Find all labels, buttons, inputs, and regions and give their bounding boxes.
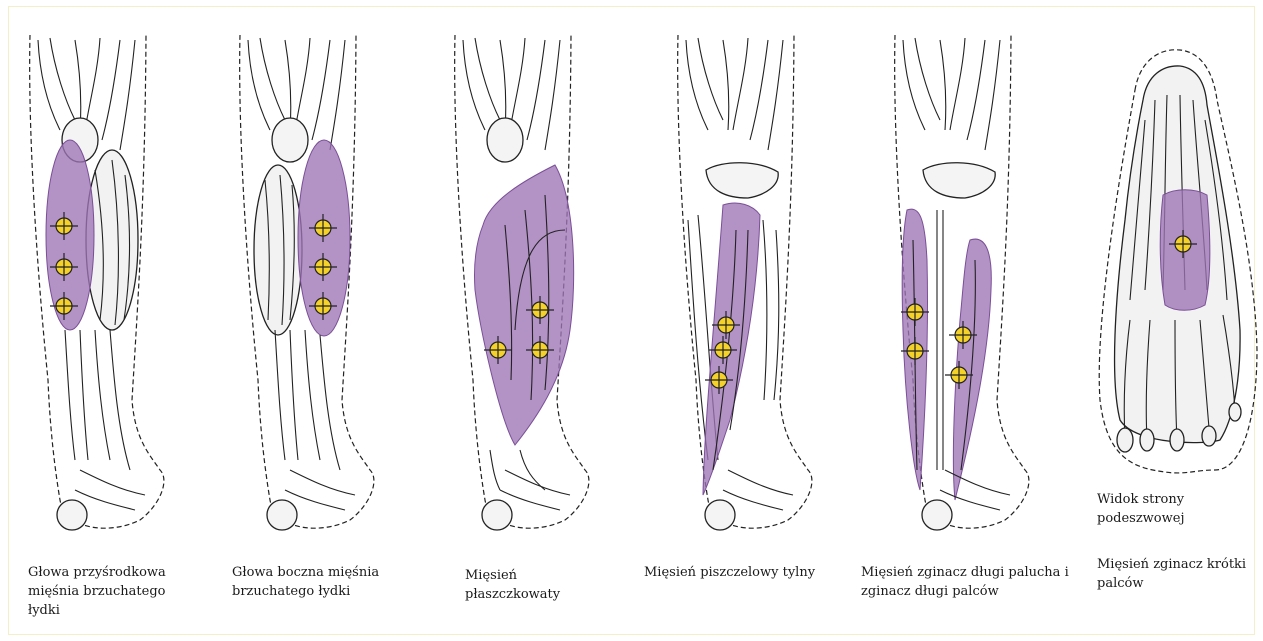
panel-gastrocnemius-medial: Głowa przyśrodkowa mięśnia brzuchatego ł… xyxy=(20,0,190,641)
leg-illustration xyxy=(20,0,190,540)
caption-flexor-hallucis-digitorum: Mięsień zginacz długi palucha i zginacz … xyxy=(861,563,1071,601)
panel-flexor-hallucis-digitorum: Mięsień zginacz długi palucha i zginacz … xyxy=(885,0,1055,641)
caption-flexor-digitorum-brevis: Mięsień zginacz krótki palców xyxy=(1097,555,1257,593)
highlighted-muscle xyxy=(474,165,573,445)
panel-soleus: Mięsień płaszczkowaty xyxy=(445,0,615,641)
panel-tibialis-posterior: Mięsień piszczelowy tylny xyxy=(668,0,838,641)
foot-illustration xyxy=(1095,0,1255,480)
figure-frame xyxy=(8,6,1255,635)
caption-tibialis-posterior: Mięsień piszczelowy tylny xyxy=(644,563,844,582)
leg-illustration xyxy=(445,0,615,540)
caption-plantar-view: Widok strony podeszwowej xyxy=(1097,490,1247,528)
caption-soleus: Mięsień płaszczkowaty xyxy=(465,566,585,604)
panel-plantar-view: Widok strony podeszwowej Mięsień zginacz… xyxy=(1095,0,1255,641)
leg-illustration xyxy=(885,0,1055,540)
caption-gastrocnemius-medial: Głowa przyśrodkowa mięśnia brzuchatego ł… xyxy=(28,563,188,620)
panel-gastrocnemius-lateral: Głowa boczna mięśnia brzuchatego łydki xyxy=(230,0,400,641)
leg-illustration xyxy=(668,0,838,540)
caption-gastrocnemius-lateral: Głowa boczna mięśnia brzuchatego łydki xyxy=(232,563,392,601)
leg-illustration xyxy=(230,0,400,540)
